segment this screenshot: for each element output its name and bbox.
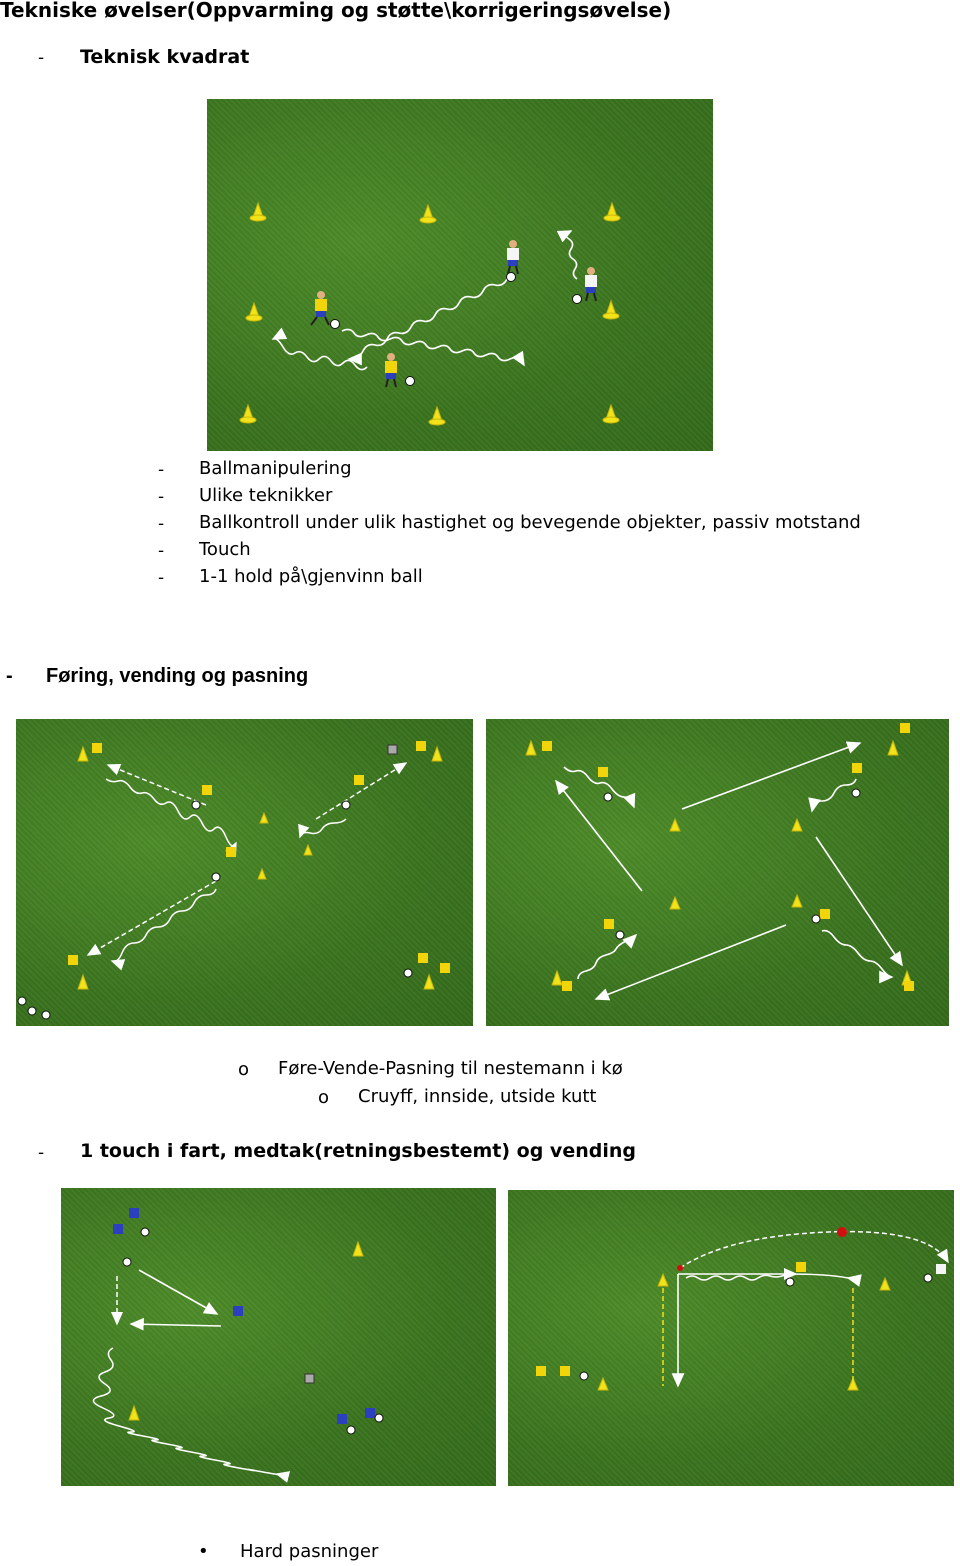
bullet-marker: • — [198, 1541, 209, 1562]
list-item: Touch — [199, 539, 251, 560]
item-dash-3: - — [158, 514, 165, 534]
touch-diagram-right — [508, 1190, 954, 1486]
list-item: Ulike teknikker — [199, 485, 333, 506]
subitem-marker-2: o — [318, 1087, 330, 1108]
section1-heading: Teknisk kvadrat — [80, 46, 250, 68]
teknisk-kvadrat-drawing — [239, 201, 621, 426]
foring-left-drawing — [17, 741, 450, 1020]
subitem-text-1: Føre-Vende-Pasning til nestemann i kø — [278, 1058, 623, 1079]
players — [310, 240, 597, 388]
foring-right-drawing — [525, 723, 914, 1001]
touch-left-drawing — [92, 1208, 384, 1483]
section2-heading: Føring, vending og pasning — [46, 665, 309, 687]
page-title: Tekniske øvelser(Oppvarming og støtte\ko… — [0, 0, 672, 22]
list-item: Ballkontroll under ulik hastighet og bev… — [199, 512, 861, 533]
bullet-text: Hard pasninger — [240, 1541, 379, 1562]
foring-diagram-left — [16, 719, 473, 1026]
subitem-text-2: Cruyff, innside, utside kutt — [358, 1086, 597, 1107]
touch-right-drawing — [536, 1227, 949, 1391]
item-dash-2: - — [158, 487, 165, 507]
subitem-marker-1: o — [238, 1059, 250, 1080]
list-item: Ballmanipulering — [199, 458, 352, 479]
section3-heading: 1 touch i fart, medtak(retningsbestemt) … — [80, 1140, 636, 1162]
teknisk-kvadrat-diagram — [207, 99, 713, 451]
item-dash-4: - — [158, 541, 165, 561]
item-dash-1: - — [158, 460, 165, 480]
touch-diagram-left — [61, 1188, 496, 1486]
list-item: 1-1 hold på\gjenvinn ball — [199, 566, 423, 587]
section2-bullet: - — [6, 665, 13, 687]
foring-diagram-right — [486, 719, 949, 1026]
section1-bullet: - — [38, 48, 45, 68]
item-dash-5: - — [158, 568, 165, 588]
section3-bullet: - — [38, 1143, 45, 1163]
cones — [239, 201, 621, 426]
